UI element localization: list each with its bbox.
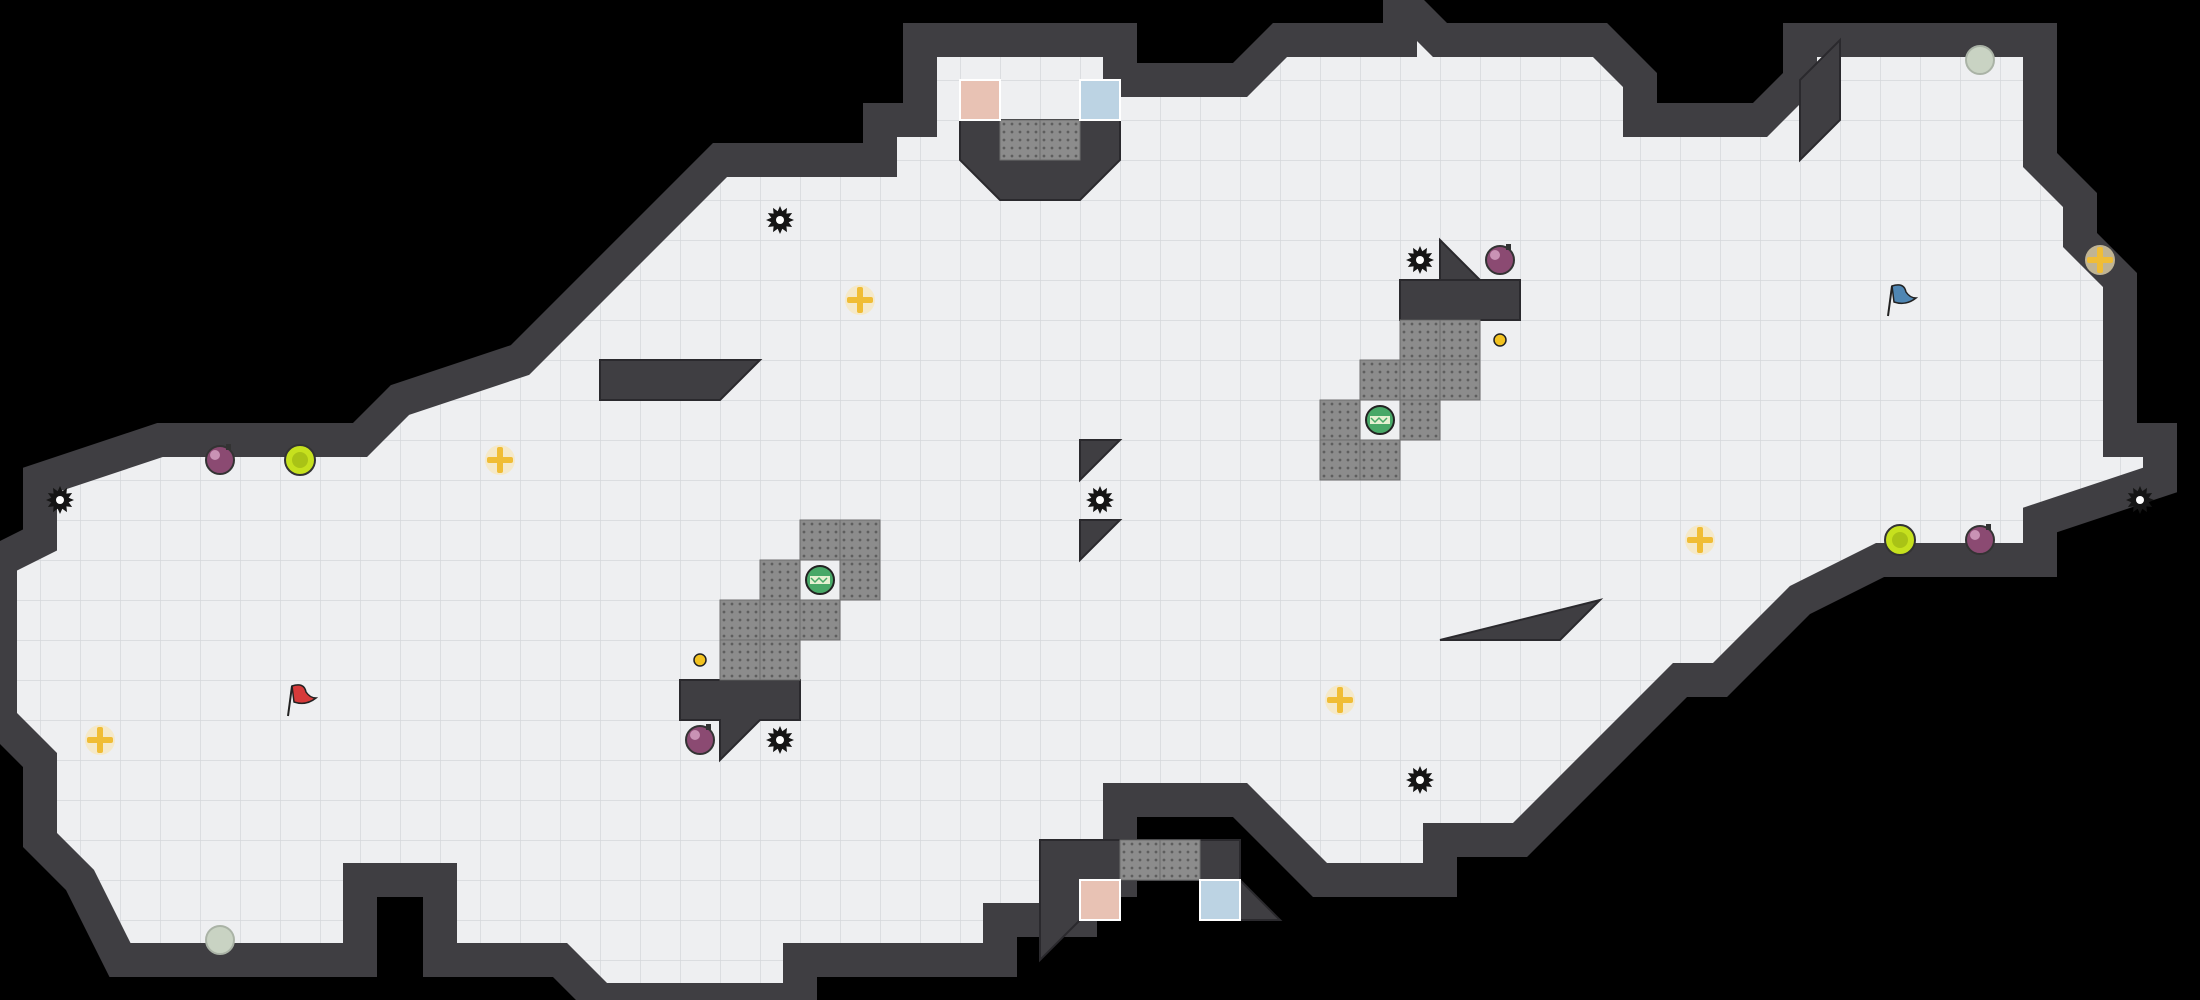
gate-tile	[1439, 319, 1481, 361]
gate-tile	[839, 519, 881, 561]
blue-flag-icon	[1887, 284, 1919, 317]
gate-tile	[1399, 399, 1441, 441]
blue-team-tile	[1079, 79, 1121, 121]
gate-tile	[1319, 399, 1361, 441]
gate-tile	[839, 559, 881, 601]
powerup-icon	[845, 285, 875, 315]
speed-pad-icon	[805, 565, 835, 595]
token-icon	[1493, 333, 1507, 347]
bomb-icon	[1485, 244, 1515, 275]
gate-tile	[1359, 439, 1401, 481]
powerup-icon	[485, 445, 515, 475]
entities	[46, 45, 2154, 955]
gate-tile	[1119, 839, 1161, 881]
bomb-icon	[1965, 524, 1995, 555]
portal-icon	[1965, 45, 1995, 75]
spike-icon	[1406, 766, 1434, 794]
wall-block	[1079, 439, 1123, 483]
bomb-icon	[685, 724, 715, 755]
gate-tile	[1159, 839, 1201, 881]
red-team-tile	[959, 79, 1001, 121]
gate-tile	[759, 559, 801, 601]
bomb-icon	[205, 444, 235, 475]
gate-tile	[1319, 439, 1361, 481]
red-flag-icon	[287, 684, 319, 717]
gate-tile	[999, 119, 1041, 161]
wall-block	[599, 359, 763, 401]
spike-icon	[766, 726, 794, 754]
powerup-icon	[2085, 245, 2115, 275]
spike-icon	[1086, 486, 1114, 514]
wall-block	[1439, 237, 1483, 281]
blue-team-tile	[1199, 879, 1241, 921]
gate-tile	[799, 519, 841, 561]
gate-tile	[799, 599, 841, 641]
gate-tile	[1399, 319, 1441, 361]
gate-tile	[719, 639, 761, 681]
wall-block	[679, 679, 801, 763]
wall-block	[1399, 279, 1521, 321]
gate-tile	[759, 639, 801, 681]
gate-tile	[1359, 359, 1401, 401]
spike-icon	[46, 486, 74, 514]
powerup-icon	[85, 725, 115, 755]
gate-tile	[719, 599, 761, 641]
powerup-icon	[1685, 525, 1715, 555]
red-team-tile	[1079, 879, 1121, 921]
portal-icon	[205, 925, 235, 955]
wall-block	[1079, 519, 1123, 563]
team-tiles	[959, 79, 1241, 921]
booster-icon	[284, 444, 316, 476]
gate-tile	[1439, 359, 1481, 401]
spike-icon	[1406, 246, 1434, 274]
wall-block	[1439, 598, 1604, 641]
gate-tile	[759, 599, 801, 641]
spike-icon	[2126, 486, 2154, 514]
booster-icon	[1884, 524, 1916, 556]
gates	[719, 119, 1481, 881]
token-icon	[693, 653, 707, 667]
wall-block	[1799, 37, 1841, 163]
speed-pad-icon	[1365, 405, 1395, 435]
gate-tile	[1039, 119, 1081, 161]
spike-icon	[766, 206, 794, 234]
powerup-icon	[1325, 685, 1355, 715]
gate-tile	[1399, 359, 1441, 401]
